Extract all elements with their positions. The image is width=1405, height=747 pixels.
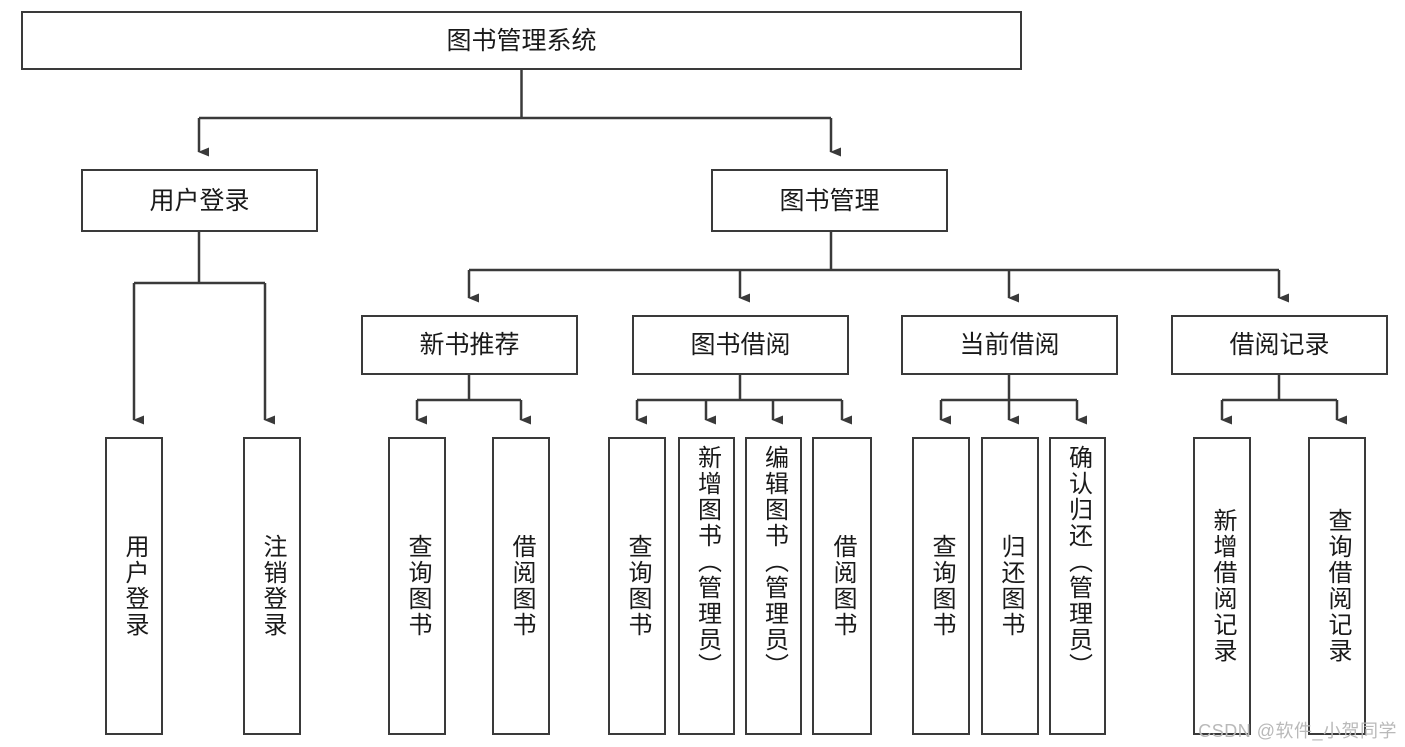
node-leaf-confirm-return[interactable]: 确认归还（管理员） — [1049, 437, 1106, 735]
node-leaf-edit-book[interactable]: 编辑图书（管理员） — [745, 437, 802, 735]
node-leaf-edit-book-label: 编辑图书（管理员） — [760, 445, 788, 679]
node-leaf-query-book-1[interactable]: 查询图书 — [388, 437, 446, 735]
node-borrow-record-label: 借阅记录 — [1229, 331, 1330, 359]
node-leaf-query-book-2[interactable]: 查询图书 — [608, 437, 666, 735]
node-book-borrow-label: 图书借阅 — [690, 331, 791, 359]
node-root-label: 图书管理系统 — [446, 26, 597, 55]
node-leaf-logout-label: 注销登录 — [259, 534, 286, 638]
node-current-borrow[interactable]: 当前借阅 — [901, 315, 1118, 375]
node-book-manage-label: 图书管理 — [779, 186, 880, 215]
node-leaf-return-book[interactable]: 归还图书 — [981, 437, 1039, 735]
node-book-borrow[interactable]: 图书借阅 — [632, 315, 849, 375]
node-leaf-borrow-book-1-label: 借阅图书 — [508, 534, 535, 638]
node-book-manage[interactable]: 图书管理 — [711, 169, 948, 232]
node-leaf-query-record-label: 查询借阅记录 — [1324, 508, 1351, 664]
node-leaf-borrow-book-2-label: 借阅图书 — [829, 534, 856, 638]
node-leaf-add-book-label: 新增图书（管理员） — [693, 445, 721, 679]
node-leaf-user-login[interactable]: 用户登录 — [105, 437, 163, 735]
node-leaf-add-record[interactable]: 新增借阅记录 — [1193, 437, 1251, 735]
node-user-login-label: 用户登录 — [149, 186, 250, 215]
node-leaf-borrow-book-2[interactable]: 借阅图书 — [812, 437, 872, 735]
csdn-watermark: CSDN @软件_小贺同学 — [1198, 721, 1397, 741]
node-leaf-return-book-label: 归还图书 — [997, 534, 1024, 638]
node-leaf-logout[interactable]: 注销登录 — [243, 437, 301, 735]
node-leaf-borrow-book-1[interactable]: 借阅图书 — [492, 437, 550, 735]
node-leaf-query-book-1-label: 查询图书 — [404, 534, 431, 638]
node-user-login[interactable]: 用户登录 — [81, 169, 318, 232]
node-leaf-add-book[interactable]: 新增图书（管理员） — [678, 437, 735, 735]
node-current-borrow-label: 当前借阅 — [959, 331, 1060, 359]
node-leaf-query-book-2-label: 查询图书 — [624, 534, 651, 638]
node-leaf-query-book-3[interactable]: 查询图书 — [912, 437, 970, 735]
node-leaf-query-record[interactable]: 查询借阅记录 — [1308, 437, 1366, 735]
node-leaf-add-record-label: 新增借阅记录 — [1209, 508, 1236, 664]
node-root[interactable]: 图书管理系统 — [21, 11, 1022, 70]
node-leaf-confirm-return-label: 确认归还（管理员） — [1064, 445, 1092, 679]
node-new-book-rec-label: 新书推荐 — [419, 331, 520, 359]
node-new-book-rec[interactable]: 新书推荐 — [361, 315, 578, 375]
node-leaf-user-login-label: 用户登录 — [121, 534, 148, 638]
node-borrow-record[interactable]: 借阅记录 — [1171, 315, 1388, 375]
node-leaf-query-book-3-label: 查询图书 — [928, 534, 955, 638]
